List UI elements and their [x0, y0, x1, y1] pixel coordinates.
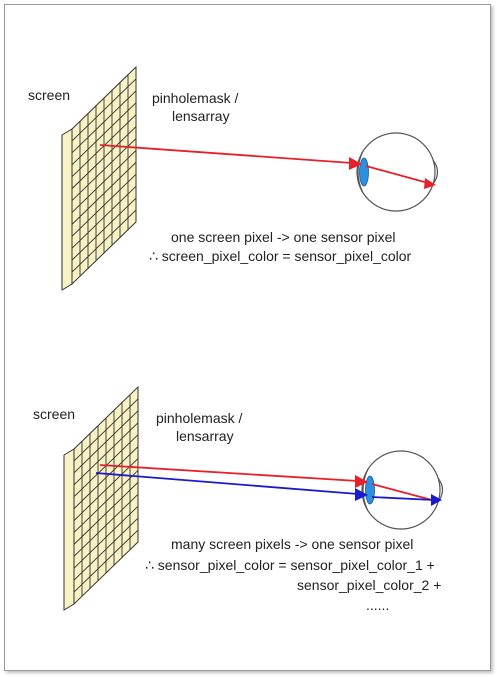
bottom-lens [365, 475, 375, 505]
bottom-grid-row-line [73, 517, 139, 581]
top-grid-row-line [71, 78, 137, 142]
bottom-mask-label-line1: pinholemask / [156, 410, 243, 426]
top-retina-bump [432, 159, 439, 185]
top-mask-label-line2: lensarray [172, 108, 230, 124]
bottom-grid-row-line [73, 482, 139, 545]
bottom-grid-row-line [73, 410, 139, 474]
bottom-screen-grid [73, 394, 139, 597]
top-grid-row-line [71, 209, 137, 273]
top-eyeball [356, 132, 436, 212]
top-screen-grid [71, 74, 137, 277]
top-grid-row-line [71, 126, 137, 189]
bottom-grid-row-line [73, 529, 139, 593]
bottom-screen-label: screen [33, 406, 76, 422]
bottom-red-ray [99, 464, 433, 501]
bottom-grid-row-line [73, 493, 139, 557]
bottom-grid-row-line [73, 446, 139, 509]
top-lens [359, 157, 369, 187]
top-grid-row-line [71, 150, 137, 213]
top-panel [61, 65, 439, 291]
bottom-grid-row-line [73, 422, 139, 486]
bottom-caption-line3: sensor_pixel_color_2 + [297, 577, 442, 593]
bottom-cornea [362, 468, 369, 512]
bottom-panel [63, 385, 444, 611]
top-grid-row-line [71, 102, 137, 166]
top-mask-label: pinholemask / lensarray [152, 89, 238, 125]
top-grid-row-line [71, 197, 137, 261]
top-grid-row-line [71, 173, 137, 237]
bottom-eye [361, 450, 444, 530]
bottom-caption-line2: ∴ sensor_pixel_color = sensor_pixel_colo… [145, 557, 435, 573]
top-caption-line2: ∴ screen_pixel_color = sensor_pixel_colo… [149, 248, 412, 264]
bottom-mask-label-line2: lensarray [176, 428, 234, 444]
top-grid-row-line [71, 162, 137, 225]
top-screen-side [61, 128, 73, 291]
top-caption-line1: one screen pixel -> one sensor pixel [171, 229, 396, 245]
bottom-grid-row-line [73, 398, 139, 462]
bottom-screen-side [63, 448, 75, 611]
top-eye [356, 132, 439, 212]
bottom-grid-row-line [73, 505, 139, 569]
top-grid-row-line [71, 138, 137, 201]
top-mask-label-line1: pinholemask / [152, 90, 239, 106]
bottom-grid-row-line [73, 470, 139, 533]
bottom-caption-line1: many screen pixels -> one sensor pixel [171, 536, 414, 552]
top-grid-row-line [71, 185, 137, 249]
bottom-mask-label: pinholemask / lensarray [156, 409, 242, 445]
top-red-ray [99, 144, 436, 189]
top-screen-label: screen [28, 87, 71, 103]
bottom-blue-ray [95, 472, 442, 506]
top-cornea [357, 150, 364, 194]
top-grid-row-line [71, 90, 137, 154]
bottom-caption-line4: ...... [366, 597, 390, 613]
bottom-eyeball [361, 450, 441, 530]
bottom-grid-row-line [73, 458, 139, 521]
